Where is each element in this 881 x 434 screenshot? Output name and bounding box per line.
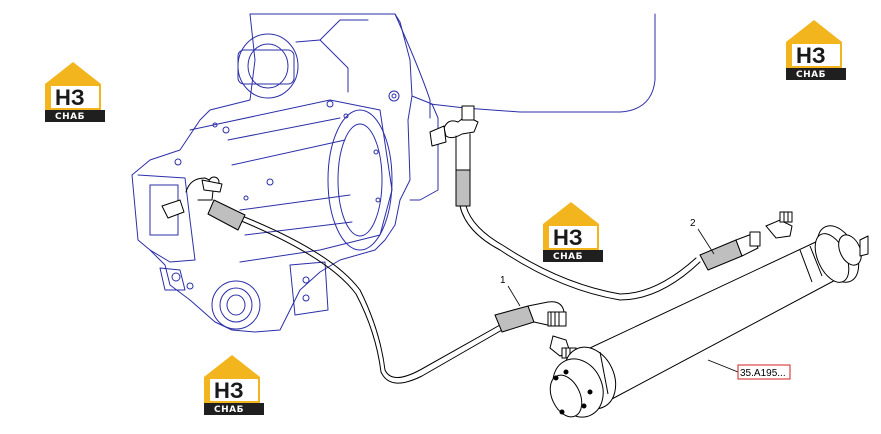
callout-1-label: 1 [500,275,506,286]
watermark-logo-4-subtext: СНАБ [214,405,244,415]
callout-2: 2 [690,218,715,255]
adapter-fitting-upper [765,211,793,239]
watermark-logo-3: НЗ СНАБ [543,202,603,262]
watermark-logo-2: НЗ СНАБ [786,20,846,80]
callout-2-label: 2 [690,218,696,229]
watermark-logo-2-text: НЗ [796,43,826,68]
watermark-logo-4: НЗ СНАБ [204,355,264,415]
watermark-logo-2-subtext: СНАБ [796,70,826,80]
callout-1: 1 [500,275,521,307]
transmission-assembly [131,13,656,333]
reference-link-label[interactable]: 35.A195... [740,368,786,379]
watermark-logo-4-text: НЗ [214,378,244,403]
watermark-logo-1-subtext: СНАБ [55,112,85,122]
watermark-logo-3-text: НЗ [553,225,583,250]
watermark-logo-1-text: НЗ [55,85,85,110]
hose-2-assembly [429,105,761,301]
watermark-logo-1: НЗ СНАБ [45,62,105,122]
reference-link-35-a195[interactable]: 35.A195... [707,359,791,380]
oil-cooler [549,225,869,418]
adapter-fitting-lower [549,335,577,359]
hose-1-assembly [161,176,567,384]
watermark-logo-3-subtext: СНАБ [553,252,583,262]
